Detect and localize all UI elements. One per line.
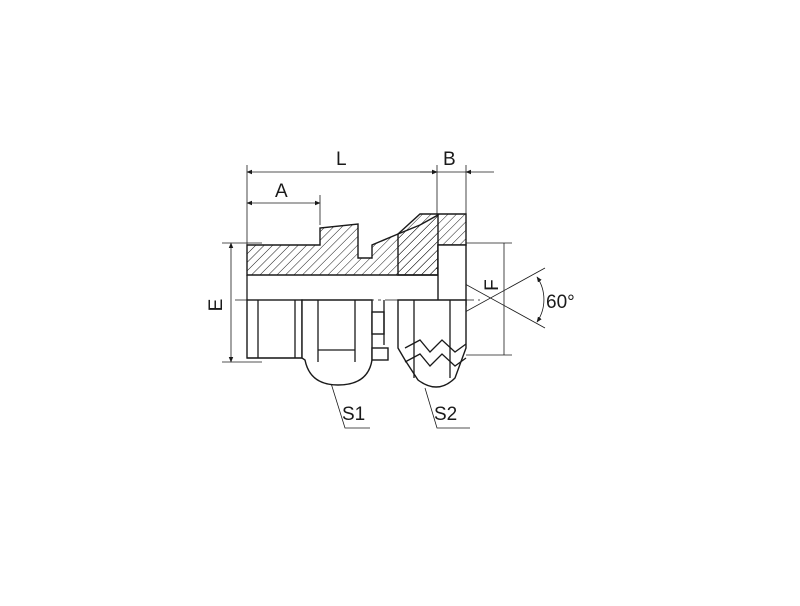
hex-s1 <box>301 299 389 386</box>
dim-label-e: E <box>206 299 227 312</box>
nut-s2 <box>397 213 467 388</box>
dim-label-l: L <box>336 149 347 170</box>
dim-label-s1: S1 <box>342 404 365 425</box>
dim-label-a: A <box>275 181 288 202</box>
dimension-lines <box>222 165 546 429</box>
dim-label-b: B <box>443 149 456 170</box>
angle-label: 60° <box>546 292 575 313</box>
dim-label-s2: S2 <box>434 404 457 425</box>
dim-label-f: F <box>482 279 503 291</box>
